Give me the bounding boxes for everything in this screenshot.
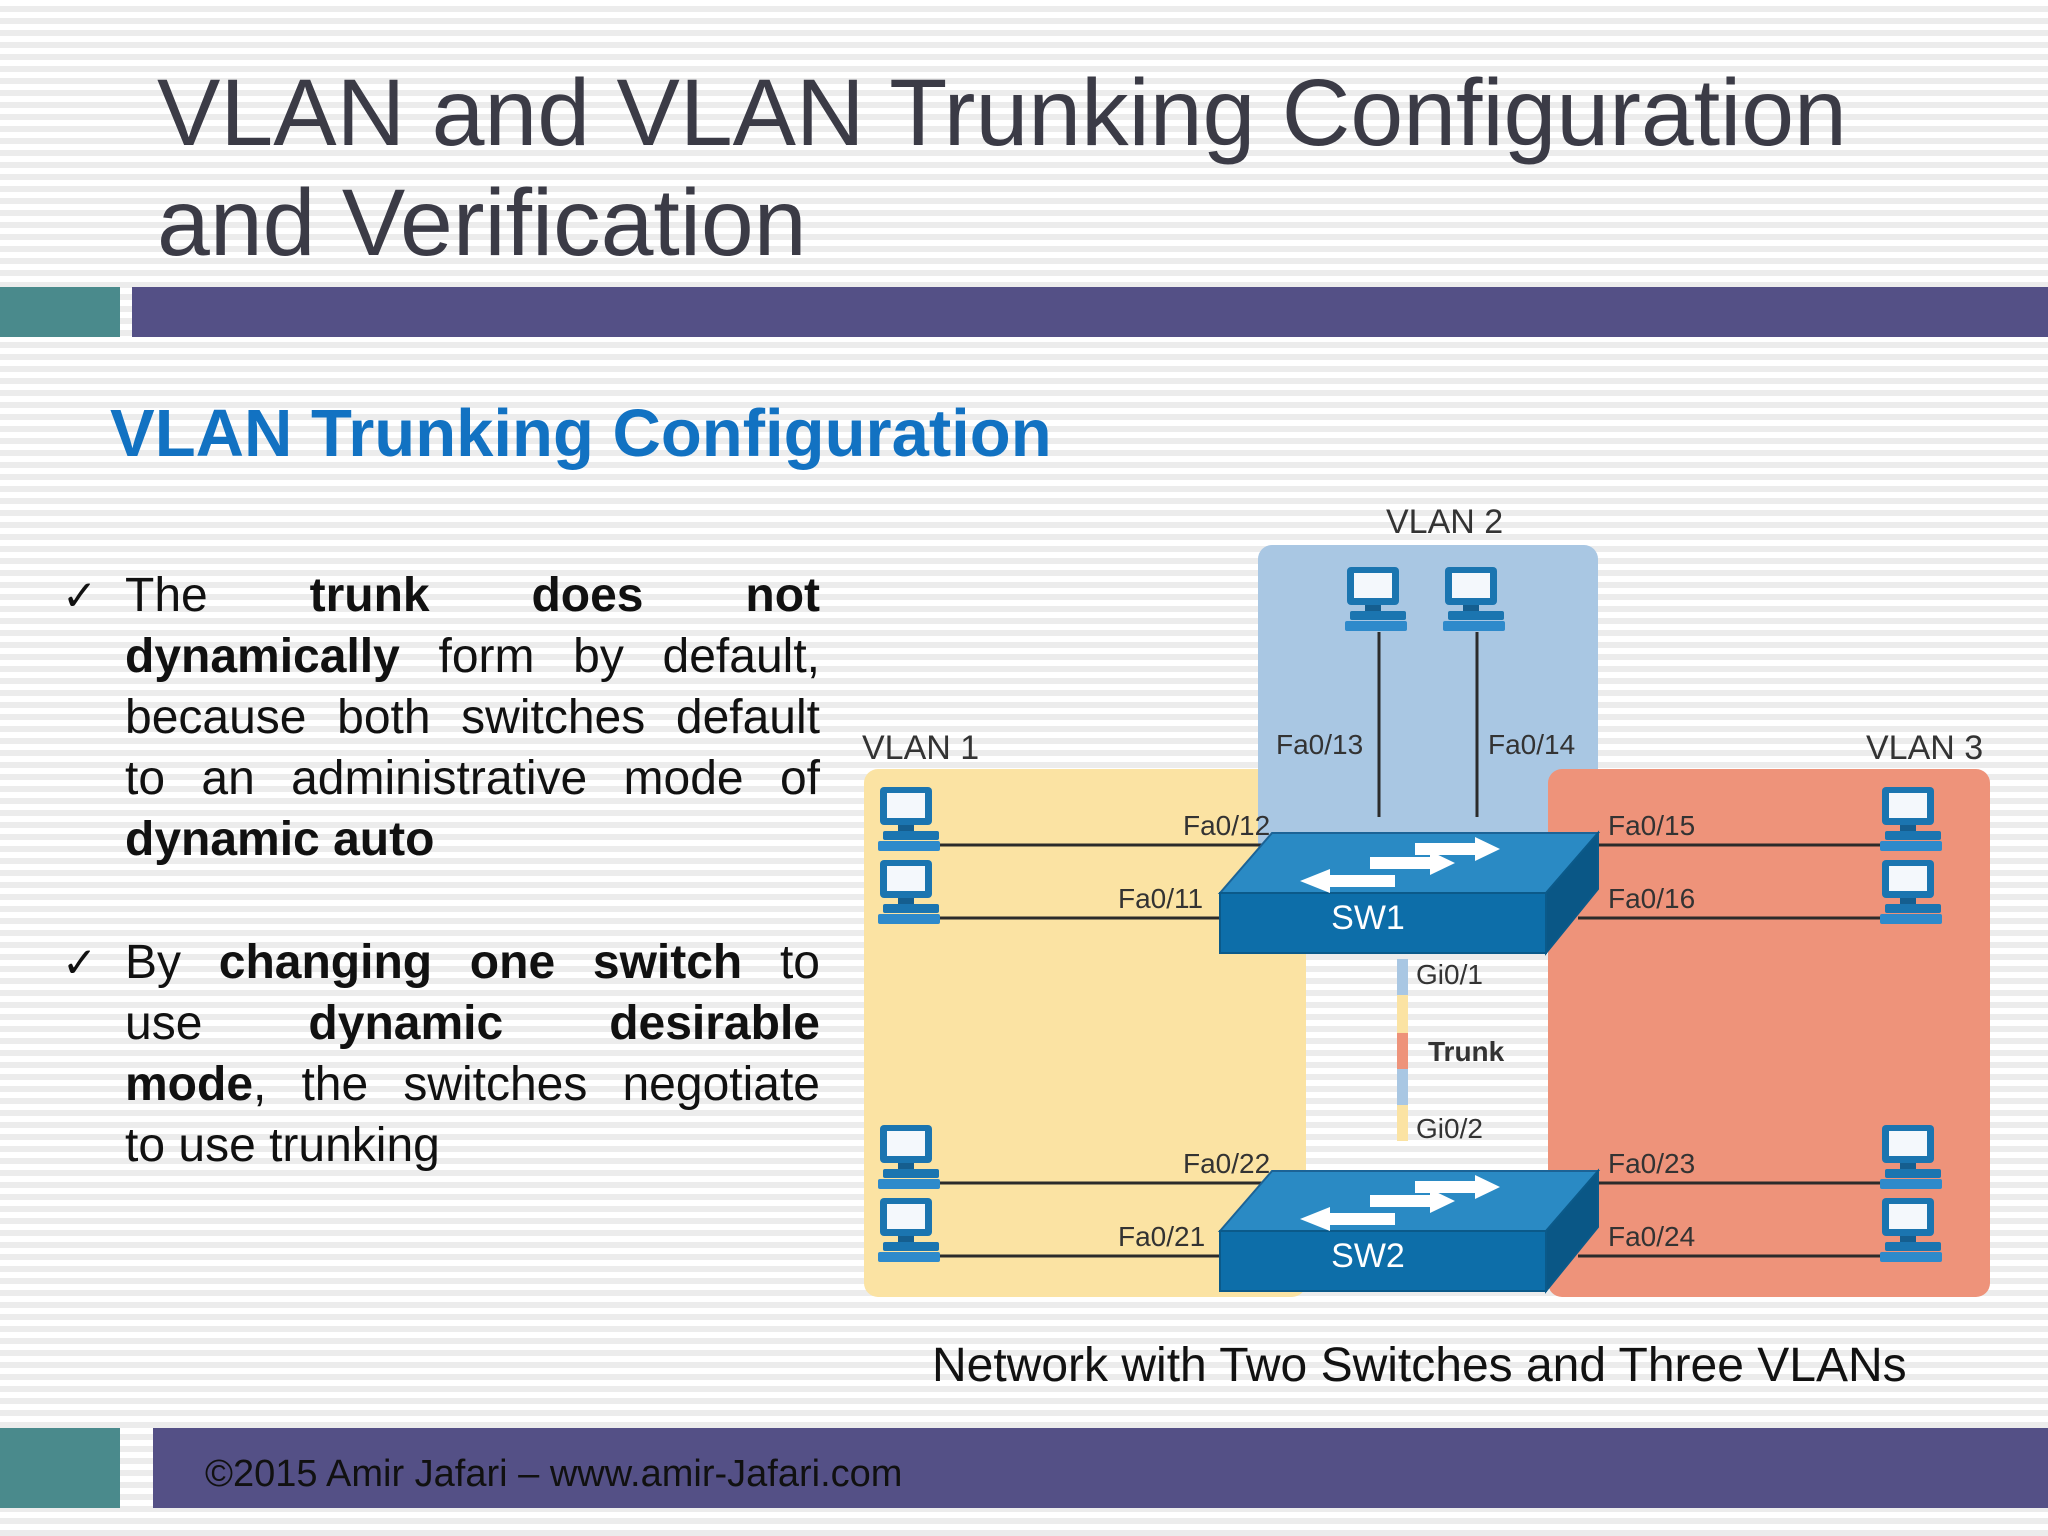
port-fa0-21-label: Fa0/21 [1118, 1221, 1205, 1252]
port-fa0-16-label: Fa0/16 [1608, 883, 1695, 914]
diagram-caption: Network with Two Switches and Three VLAN… [932, 1339, 1907, 1392]
trunk-label: Trunk [1428, 1036, 1505, 1067]
port-fa0-11-label: Fa0/11 [1118, 883, 1203, 914]
pc-icon [1880, 787, 1942, 851]
port-fa0-14-label: Fa0/14 [1488, 729, 1575, 760]
port-gi0-1-label: Gi0/1 [1416, 959, 1483, 990]
footer-accent-purple [153, 1428, 2048, 1508]
network-diagram: SW1 SW2 VLAN 1 VLAN 2 VLAN 3 Fa0/12 Fa0/… [862, 503, 1990, 1297]
checkmark-icon: ✓ [62, 571, 98, 620]
header-accent-teal [0, 287, 120, 337]
footer-copyright: ©2015 Amir Jafari – www.amir-Jafari.com [205, 1453, 903, 1495]
vlan2-label: VLAN 2 [1386, 503, 1503, 541]
bullet-item-1: ✓ The trunk does not dynamically form by… [62, 565, 820, 870]
pc-icon [878, 787, 940, 851]
switch-sw1 [1219, 832, 1599, 954]
port-fa0-23-label: Fa0/23 [1608, 1148, 1695, 1179]
port-gi0-2-label: Gi0/2 [1416, 1113, 1483, 1144]
switch-sw2-label: SW2 [1331, 1237, 1405, 1275]
bullet-item-2: ✓ By changing one switch to use dynamic … [62, 932, 820, 1176]
trunk-segment-vlan1 [1397, 995, 1408, 1033]
header-accent-purple [132, 287, 2048, 337]
bullet-list: ✓ The trunk does not dynamically form by… [62, 565, 820, 1238]
vlan3-region [1548, 769, 1990, 1297]
footer-accent-teal [0, 1428, 120, 1508]
port-fa0-15-label: Fa0/15 [1608, 810, 1695, 841]
switch-sw1-label: SW1 [1331, 899, 1405, 937]
vlan2-region [1258, 545, 1598, 875]
port-fa0-24-label: Fa0/24 [1608, 1221, 1695, 1252]
trunk-segment-vlan2-lower [1397, 1069, 1408, 1105]
pc-icon [878, 1125, 940, 1189]
pc-icon [1443, 567, 1505, 631]
pc-icon [878, 1198, 940, 1262]
vlan1-label: VLAN 1 [862, 729, 979, 767]
port-fa0-13-label: Fa0/13 [1276, 729, 1363, 760]
switch-sw2 [1219, 1170, 1599, 1292]
vlan3-label: VLAN 3 [1866, 729, 1983, 767]
slide-title: VLAN and VLAN Trunking Configuration and… [157, 58, 1957, 278]
trunk-segment-vlan1-lower [1397, 1105, 1408, 1141]
port-fa0-12-label: Fa0/12 [1183, 810, 1270, 841]
section-subtitle: VLAN Trunking Configuration [110, 396, 1052, 471]
trunk-segment-vlan2 [1397, 959, 1408, 995]
pc-icon [1880, 1125, 1942, 1189]
pc-icon [1880, 860, 1942, 924]
trunk-segment-vlan3 [1397, 1033, 1408, 1069]
slide-title-line1: VLAN and VLAN Trunking Configuration [157, 60, 1847, 166]
vlan1-region [864, 769, 1306, 1297]
pc-icon [878, 860, 940, 924]
slide-title-line2: and Verification [157, 170, 807, 276]
pc-icon [1880, 1198, 1942, 1262]
port-fa0-22-label: Fa0/22 [1183, 1148, 1270, 1179]
pc-icon [1345, 567, 1407, 631]
checkmark-icon: ✓ [62, 938, 98, 987]
